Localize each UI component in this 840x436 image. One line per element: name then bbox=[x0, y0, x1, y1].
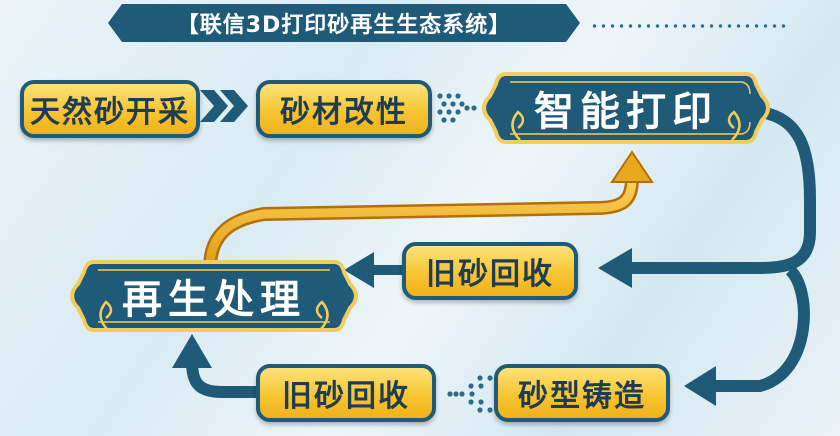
arrowhead-regeneration-upper bbox=[344, 252, 374, 288]
node-old-sand-recovery-upper: 旧砂回收 bbox=[402, 242, 578, 300]
node-natural-sand: 天然砂开采 bbox=[20, 80, 200, 138]
plaque-regeneration-shape bbox=[70, 260, 358, 332]
arrowhead-casting bbox=[684, 366, 716, 406]
arrowhead-upper-recovery bbox=[598, 248, 632, 288]
loop-arrow-to-casting bbox=[712, 265, 810, 392]
loop-arrow-to-upper-recovery bbox=[630, 106, 816, 274]
node-smart-printing-label: 智能打印 bbox=[534, 88, 718, 135]
node-smart-printing: 智能打印 bbox=[486, 74, 766, 142]
chevron-arrows-top-left bbox=[200, 90, 248, 122]
dotted-arrow-bottom bbox=[447, 375, 493, 413]
title-decoration-dots bbox=[590, 22, 790, 30]
node-regeneration: 再生处理 bbox=[74, 262, 354, 330]
node-sand-modification: 砂材改性 bbox=[256, 80, 432, 138]
plaque-smart-printing-shape bbox=[482, 72, 770, 144]
node-regeneration-label: 再生处理 bbox=[122, 276, 306, 323]
node-sand-casting: 砂型铸造 bbox=[494, 364, 670, 422]
arrow-lower-recovery-to-regeneration bbox=[186, 361, 258, 398]
diagram-title: 【联信3D打印砂再生生态系统】 bbox=[108, 4, 580, 42]
dotted-arrow-top-right bbox=[437, 93, 477, 123]
arrowhead-regeneration-lower bbox=[172, 334, 212, 368]
node-old-sand-recovery-lower: 旧砂回收 bbox=[256, 364, 436, 422]
gold-arrowhead-printing bbox=[610, 150, 654, 183]
